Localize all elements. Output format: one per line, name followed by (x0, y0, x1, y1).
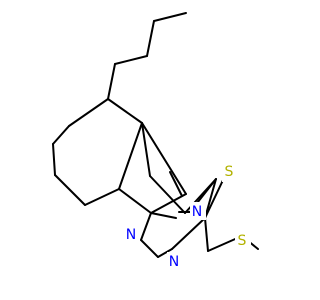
bond-line (118, 188, 152, 214)
bond-line (153, 12, 187, 22)
structure-diagram: N S N N S (52, 12, 259, 270)
atom-label-n-pyrimidine-2: N (169, 254, 179, 270)
atom-label-s-thiophene: S (225, 164, 234, 180)
atom-labels: N S N N S (124, 164, 251, 270)
atom-label-s-methylthio: S (238, 233, 247, 249)
bond-line (169, 171, 183, 197)
bond-line (204, 177, 225, 219)
bond-line (146, 20, 155, 57)
bond-layer (52, 12, 259, 258)
bond-line (204, 178, 217, 219)
bond-line (118, 122, 143, 190)
bond-line (54, 174, 86, 206)
bond-line (52, 125, 70, 145)
atom-label-n-pyrimidine-1: N (126, 227, 136, 243)
bond-line (114, 55, 148, 65)
atom-label-bg (222, 164, 238, 182)
bond-line (140, 239, 159, 258)
atom-label-bg (235, 231, 251, 249)
bond-line (171, 217, 206, 250)
atom-label-bg (124, 225, 140, 243)
atom-label-bg (167, 252, 183, 270)
bond-line (140, 212, 152, 241)
bond-line (84, 188, 120, 206)
bond-line (107, 63, 116, 100)
bond-line (150, 193, 187, 214)
bond-line (141, 122, 187, 195)
bond-line (141, 122, 151, 177)
bond-line (52, 143, 56, 176)
structure-canvas: N S N N S (52, 12, 259, 270)
atom-label-n-pyridine: N (192, 204, 202, 220)
bond-line (150, 212, 177, 219)
bond-line (204, 217, 209, 252)
bond-line (157, 248, 173, 258)
bond-line (107, 98, 143, 124)
atom-label-bg (190, 202, 206, 220)
bond-line (149, 175, 186, 214)
bond-line (68, 98, 109, 127)
